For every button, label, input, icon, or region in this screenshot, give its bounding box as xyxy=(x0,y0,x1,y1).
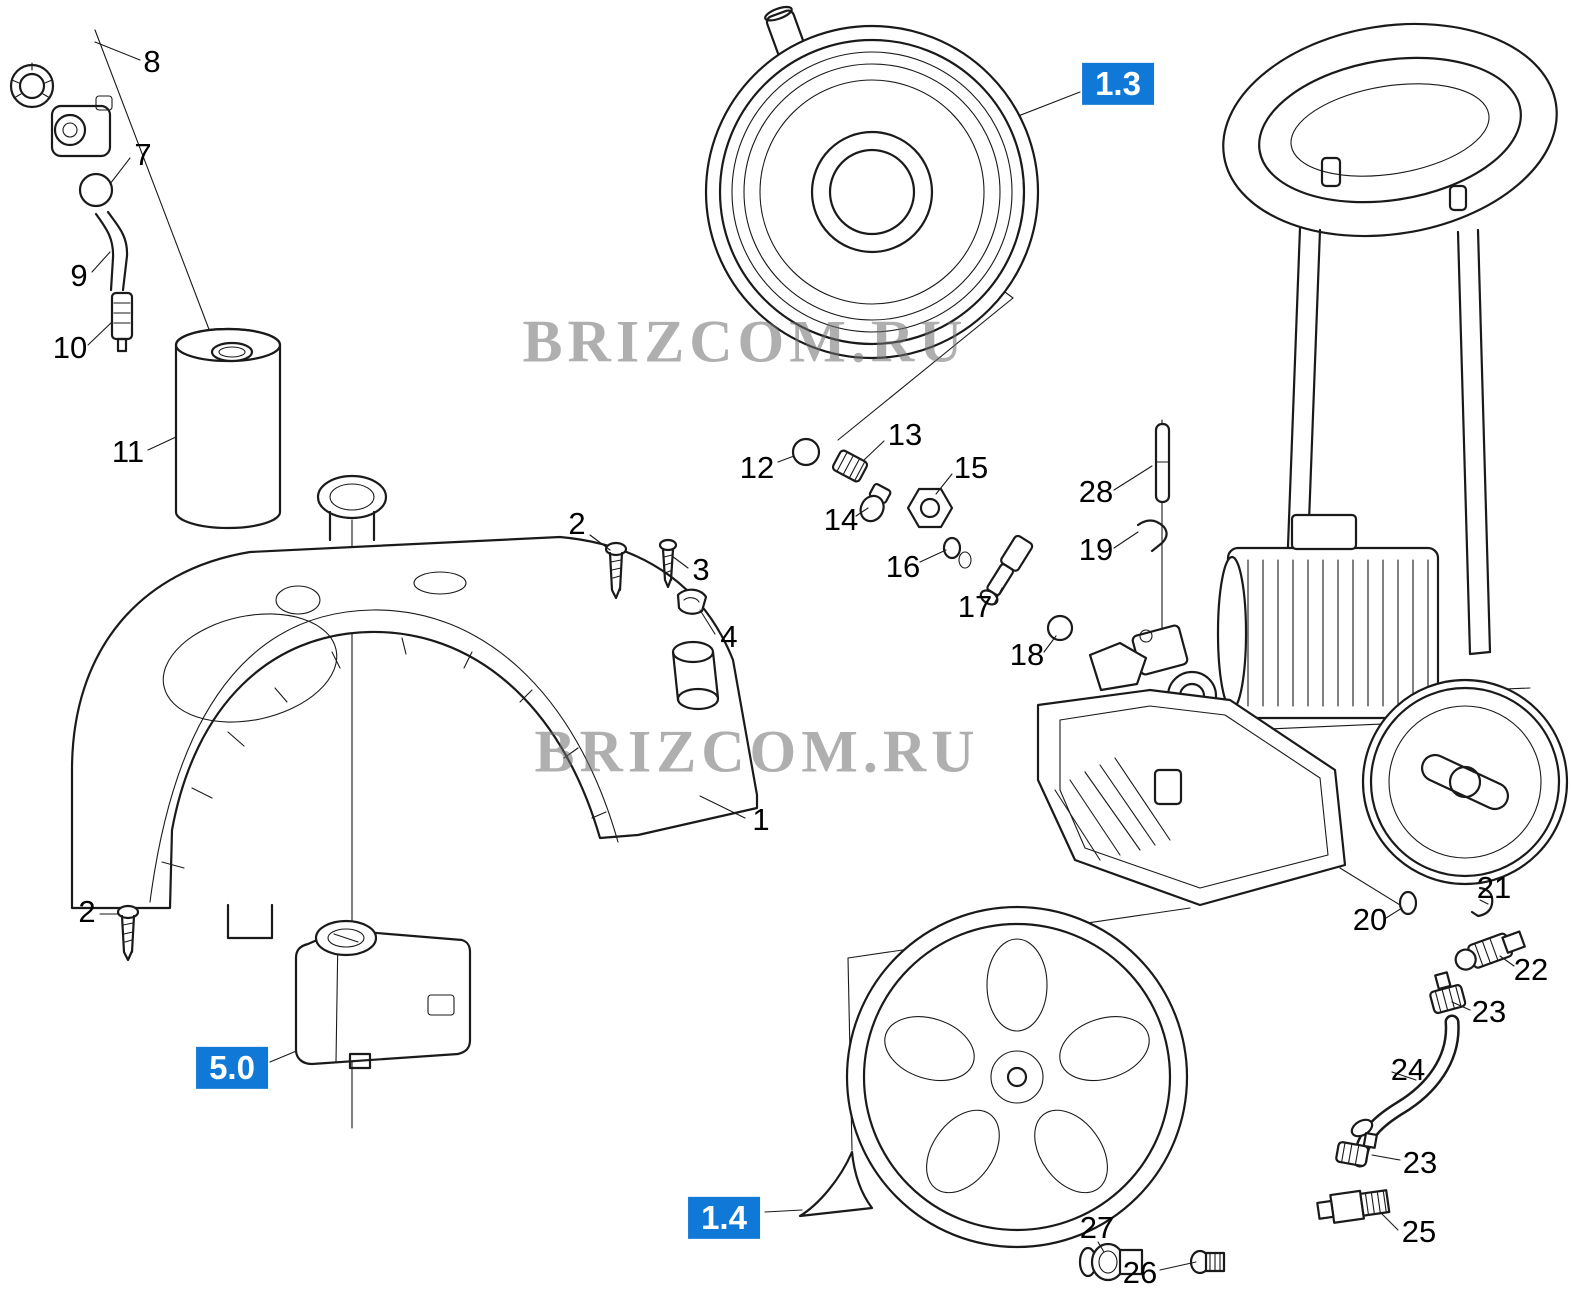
detergent-tank xyxy=(174,327,282,530)
fasteners-top xyxy=(604,538,708,615)
front-wheel xyxy=(798,905,1189,1249)
ref-badge-5.0[interactable]: 5.0 xyxy=(196,1046,268,1090)
fastener-bottom-left xyxy=(116,904,140,962)
rear-wheel xyxy=(1361,678,1569,886)
label-leader-lines xyxy=(87,41,1515,1271)
control-box xyxy=(294,919,472,1070)
pulley-wheel xyxy=(704,5,1040,360)
motor-pump-assembly xyxy=(1036,513,1440,907)
chassis-housing xyxy=(70,474,759,940)
pin-and-clip xyxy=(1136,422,1171,553)
detergent-cap-assembly xyxy=(9,62,134,353)
fitting-chain xyxy=(791,437,1153,692)
ref-badge-1.4[interactable]: 1.4 xyxy=(688,1196,760,1240)
ref-badge-1.3[interactable]: 1.3 xyxy=(1082,62,1154,106)
outlet-hose-assembly xyxy=(1078,886,1526,1282)
